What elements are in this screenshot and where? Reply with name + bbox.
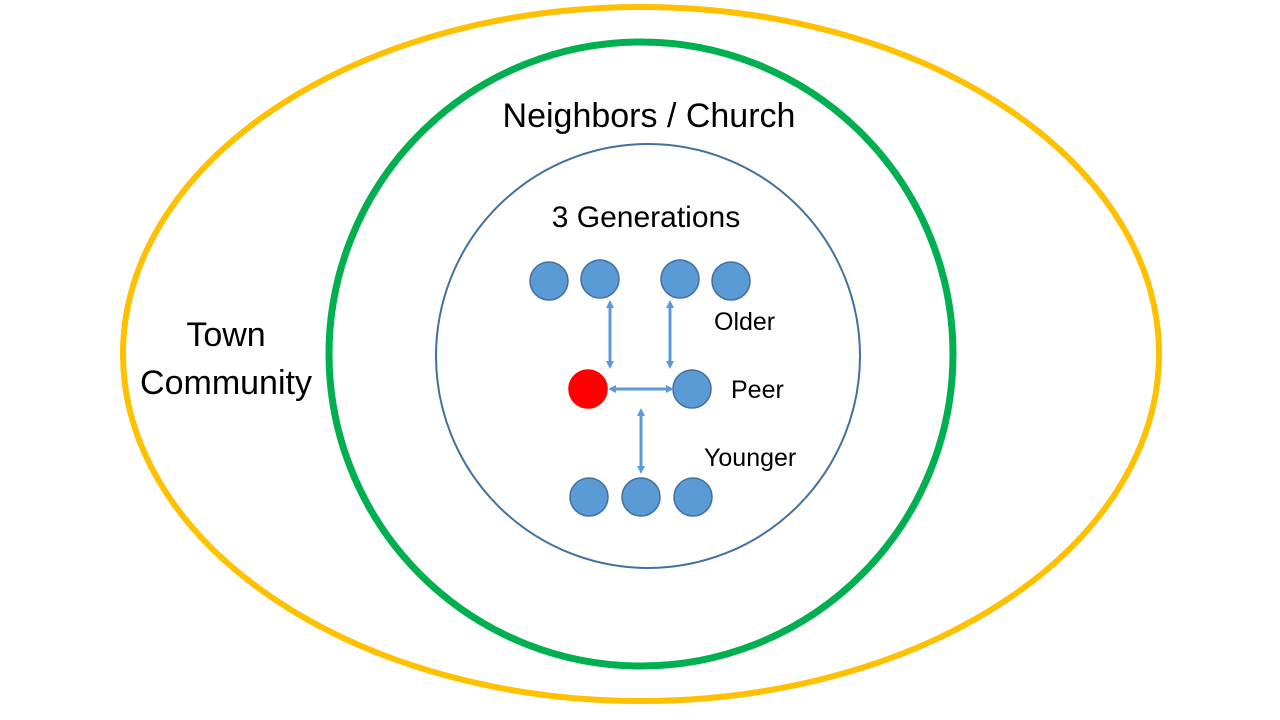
peer-person-node [672, 369, 712, 409]
neighbors-church-ring [325, 38, 957, 670]
younger-person-node-2 [621, 477, 661, 517]
town-community-ring [120, 4, 1162, 704]
three-generations-ring [435, 143, 861, 569]
peer-label: Peer [731, 376, 784, 404]
older-person-node-3 [660, 259, 700, 299]
three-generations-label: 3 Generations [552, 201, 740, 234]
younger-person-node-1 [569, 477, 609, 517]
town-label-line1: Town [186, 316, 265, 354]
older-person-node-2 [580, 259, 620, 299]
older-person-node-1 [529, 261, 569, 301]
older-label: Older [714, 308, 775, 336]
younger-label: Younger [704, 444, 796, 472]
self-node [568, 369, 608, 409]
younger-person-node-3 [673, 477, 713, 517]
neighbors-church-label: Neighbors / Church [503, 97, 796, 135]
community-label-line2: Community [140, 364, 312, 402]
older-person-node-4 [711, 261, 751, 301]
